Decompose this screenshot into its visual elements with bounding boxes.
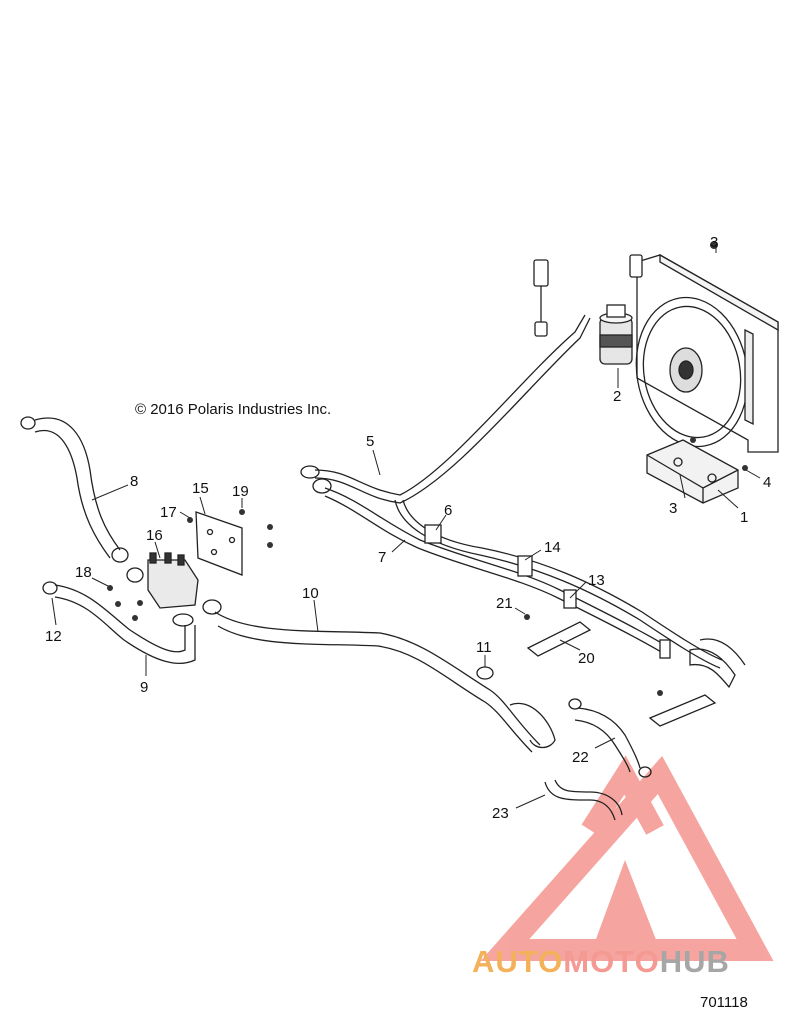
callout-15: 15 xyxy=(192,480,209,497)
callout-labels: 1 2 3 3 4 5 6 7 8 9 10 11 12 13 14 15 16… xyxy=(45,234,771,822)
watermark-auto: AUTO xyxy=(472,944,564,979)
watermark-moto: MOTO xyxy=(563,944,660,979)
callout-4: 4 xyxy=(763,474,771,491)
hose-22 xyxy=(568,698,652,778)
pressure-switch xyxy=(533,254,643,337)
callout-12: 12 xyxy=(45,628,62,645)
brackets-small xyxy=(526,621,717,727)
heater-hose-8 xyxy=(20,416,129,563)
callout-13: 13 xyxy=(588,572,605,589)
mounting-plate xyxy=(195,511,243,576)
bracket xyxy=(646,439,739,504)
watermark-hub: HUB xyxy=(659,944,730,979)
callout-10: 10 xyxy=(302,585,319,602)
callout-23: 23 xyxy=(492,805,509,822)
watermark-logo xyxy=(480,755,774,961)
leader-lines xyxy=(51,244,761,809)
watermark-text: AUTOMOTOHUB xyxy=(472,944,730,980)
callout-20: 20 xyxy=(578,650,595,667)
callout-8: 8 xyxy=(130,473,138,490)
copyright-text: © 2016 Polaris Industries Inc. xyxy=(135,401,332,418)
hose-23 xyxy=(544,779,623,821)
callout-5: 5 xyxy=(366,433,374,450)
coolant-hose-10 xyxy=(214,611,556,753)
receiver-drier xyxy=(599,304,633,365)
heater-hose-9 xyxy=(42,581,196,664)
callout-11: 11 xyxy=(476,639,492,656)
callout-17: 17 xyxy=(160,504,177,521)
water-valve xyxy=(126,552,222,615)
callout-19: 19 xyxy=(232,483,249,500)
condenser-assembly xyxy=(635,253,779,453)
callout-2: 2 xyxy=(613,388,621,405)
diagram-id: 701118 xyxy=(700,994,748,1011)
callout-22: 22 xyxy=(572,749,589,766)
refrigerant-lines xyxy=(300,314,746,689)
callout-21: 21 xyxy=(496,595,513,612)
callout-3-top: 3 xyxy=(710,234,718,251)
callout-9: 9 xyxy=(140,679,148,696)
callout-1: 1 xyxy=(740,509,748,526)
fasteners xyxy=(107,241,748,696)
callout-18: 18 xyxy=(75,564,92,581)
callout-3-bottom: 3 xyxy=(669,500,677,517)
callout-6: 6 xyxy=(444,502,452,519)
callout-14: 14 xyxy=(544,539,561,556)
callout-16: 16 xyxy=(146,527,163,544)
callout-7: 7 xyxy=(378,549,386,566)
